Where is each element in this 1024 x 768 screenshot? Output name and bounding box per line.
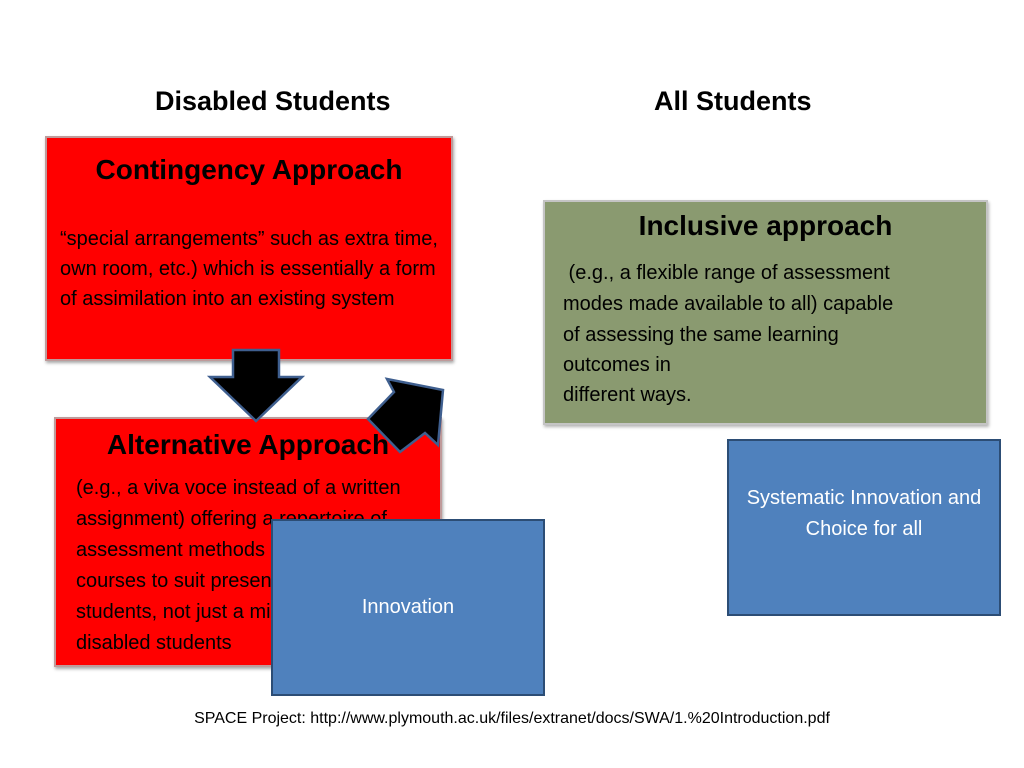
diagonal-arrow-icon — [366, 377, 445, 454]
inclusive-line-5: different ways. — [563, 384, 692, 406]
footer-citation: SPACE Project: http://www.plymouth.ac.uk… — [194, 710, 830, 727]
alternative-approach-title: Alternative Approach — [106, 429, 390, 460]
inclusive-line-1: (e.g., a flexible range of assessment — [563, 262, 890, 284]
contingency-approach-box: Contingency Approach “special arrangemen… — [45, 136, 453, 361]
inclusive-line-4: outcomes in — [563, 354, 671, 376]
heading-all-students: All Students — [654, 86, 812, 116]
innovation-label: Innovation — [361, 596, 455, 618]
inclusive-approach-box: Inclusive approach (e.g., a flexible ran… — [543, 200, 988, 425]
heading-disabled-students: Disabled Students — [155, 86, 391, 116]
systematic-innovation-box: Systematic Innovation and Choice for all — [727, 439, 1001, 616]
systematic-innovation-label: Systematic Innovation and Choice for all — [746, 487, 982, 540]
inclusive-approach-text: (e.g., a flexible range of assessment mo… — [563, 258, 983, 410]
inclusive-line-2: modes made available to all) capable — [563, 293, 894, 315]
innovation-box: Innovation — [271, 519, 545, 696]
contingency-approach-title: Contingency Approach — [95, 154, 403, 185]
inclusive-approach-title: Inclusive approach — [638, 210, 893, 241]
inclusive-line-3: of assessing the same learning — [563, 324, 839, 346]
down-arrow-icon — [206, 348, 306, 423]
contingency-approach-text: “special arrangements” such as extra tim… — [60, 228, 438, 310]
